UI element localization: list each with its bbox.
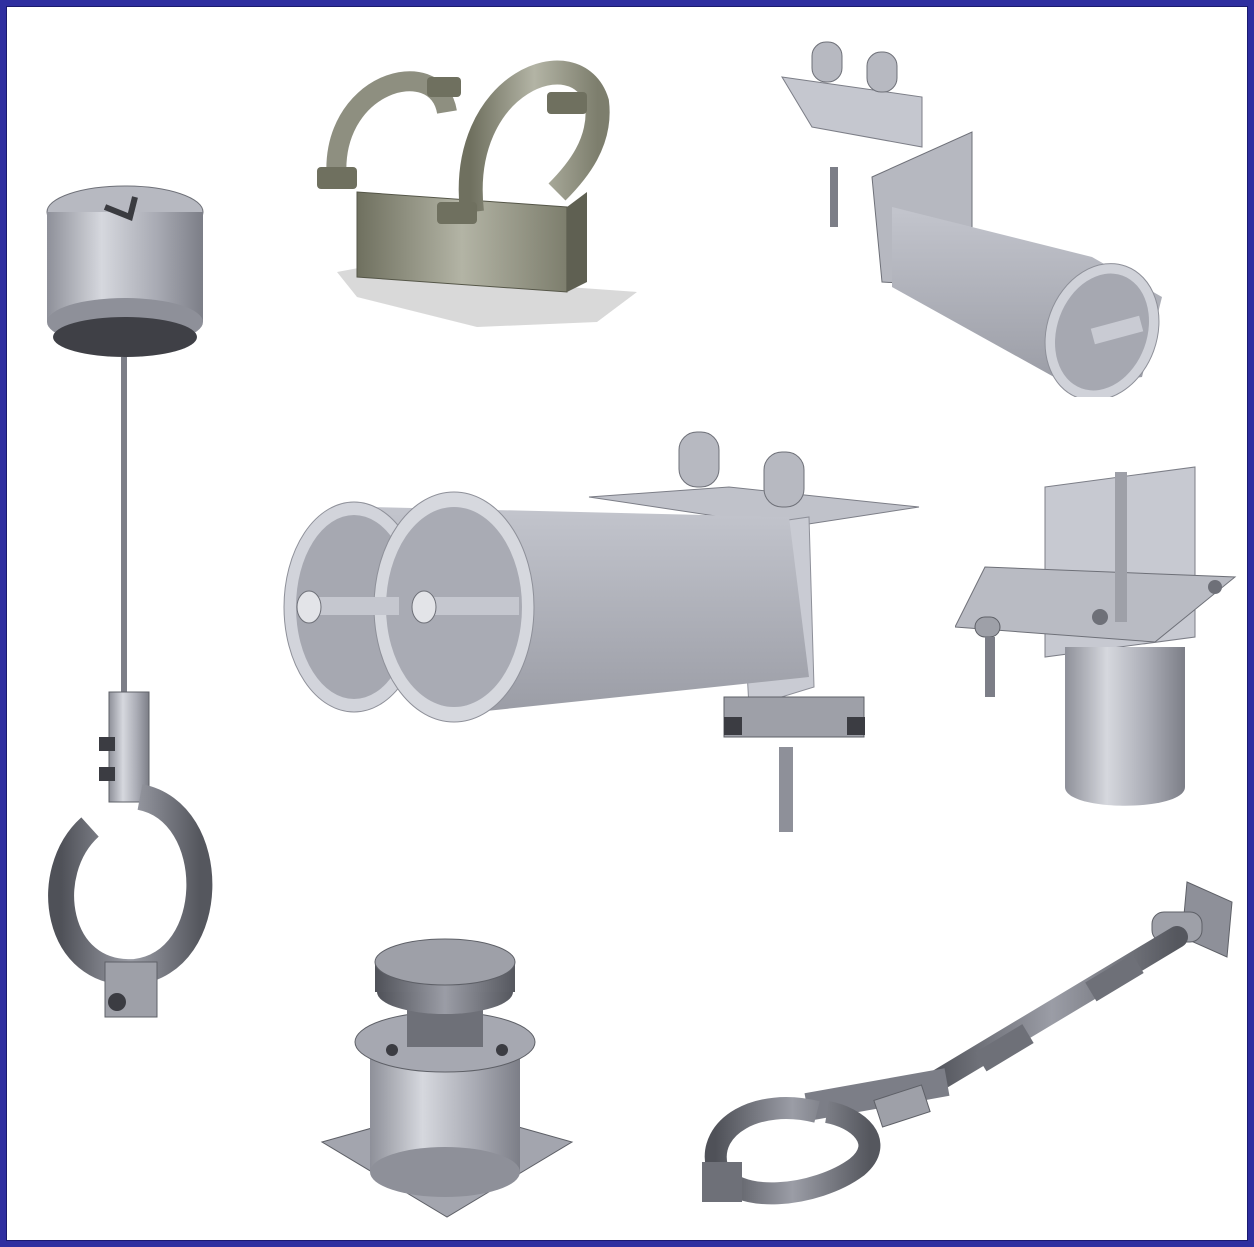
double-pipe-shoe-icon [283, 431, 920, 832]
constant-hanger-image [35, 172, 225, 1032]
sway-strut-image [697, 877, 1242, 1227]
pipe-hanger-icon [46, 185, 213, 1018]
pipe-clamp-icon [317, 60, 637, 327]
double-cantilever-shoe-image [269, 427, 924, 837]
cantilever-shoe-small-image [772, 37, 1172, 397]
pipe-shoe-icon [781, 41, 1162, 397]
trunnion-support-image [955, 447, 1245, 812]
image-frame [6, 6, 1248, 1241]
trunnion-icon [955, 466, 1237, 806]
double-pipe-clamp-image [297, 42, 642, 332]
spring-support-base-image [312, 932, 577, 1232]
sway-strut-icon [702, 881, 1233, 1205]
spring-can-icon [320, 938, 574, 1218]
